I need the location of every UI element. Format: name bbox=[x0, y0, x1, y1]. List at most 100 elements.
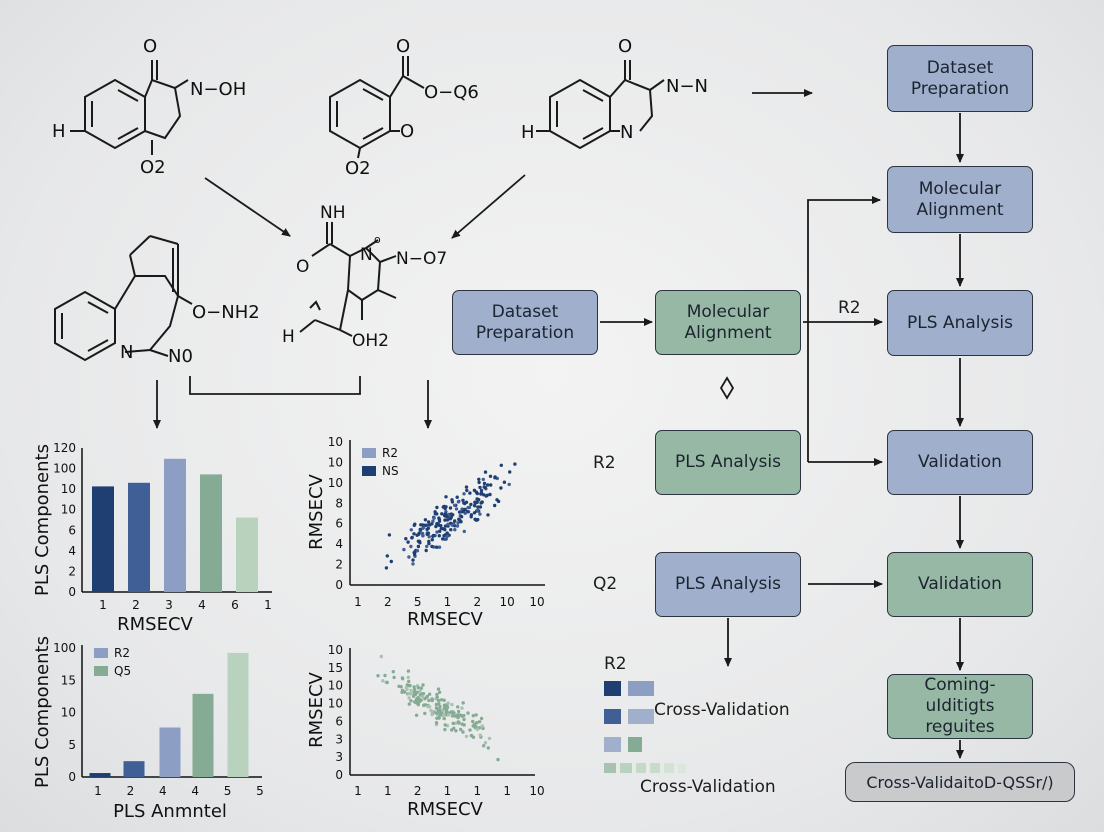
chart4-point bbox=[437, 708, 442, 712]
chart2-point bbox=[435, 505, 439, 510]
chart4-point bbox=[403, 690, 407, 694]
chart4-point bbox=[442, 698, 446, 702]
chart4-xtick: 2 bbox=[414, 784, 422, 798]
chart2-point bbox=[462, 529, 466, 534]
chart4-point bbox=[438, 705, 442, 709]
chart2-point bbox=[450, 523, 454, 527]
chart2-point bbox=[452, 503, 457, 507]
chart2-point bbox=[436, 522, 441, 527]
chart2-point bbox=[464, 485, 469, 489]
chart4-point bbox=[454, 729, 458, 733]
chart2-point bbox=[413, 552, 417, 557]
chart1-ytick: 2 bbox=[68, 564, 76, 578]
chart2-point bbox=[457, 510, 462, 514]
chart2-point bbox=[420, 523, 425, 527]
chart4-point bbox=[438, 713, 443, 717]
chart2-point bbox=[465, 488, 469, 493]
chart3-xtick: 2 bbox=[127, 784, 135, 798]
chart4-point bbox=[461, 730, 465, 734]
pls-analysis-mid-box: PLS Analysis bbox=[655, 430, 801, 495]
chart2-xlabel: RMSECV bbox=[407, 609, 483, 630]
chart4-point bbox=[434, 706, 439, 710]
chart2-point bbox=[473, 501, 477, 505]
cv-squares bbox=[604, 681, 686, 773]
chart2-point bbox=[478, 505, 483, 509]
chart4-point bbox=[401, 677, 405, 681]
chart4-point bbox=[442, 716, 446, 721]
chart3-legend-q5: Q5 bbox=[114, 664, 131, 678]
chart4-point bbox=[445, 705, 450, 710]
chart4-point bbox=[430, 698, 434, 703]
r2-arrow-label: R2 bbox=[838, 298, 861, 318]
chart4-point bbox=[383, 673, 387, 678]
molecular-alignment-top-box: Molecular Alignment bbox=[887, 166, 1033, 233]
chart2-point bbox=[418, 541, 422, 545]
chart3-bar bbox=[192, 693, 214, 777]
chart2-point bbox=[385, 554, 389, 558]
chart2-point bbox=[466, 505, 470, 510]
chart4-xtick: 1 bbox=[444, 784, 452, 798]
chart4-point bbox=[425, 695, 429, 699]
mol4-n-ring: N bbox=[120, 342, 133, 363]
validation-right-box: Validation bbox=[887, 430, 1033, 495]
chart2-point bbox=[488, 474, 493, 478]
chart2-point bbox=[425, 544, 429, 549]
chart2-point bbox=[444, 495, 448, 499]
chart1-ytick: 10 bbox=[61, 482, 76, 496]
chart2-point bbox=[508, 470, 512, 474]
chart4-xtick: 10 bbox=[529, 784, 544, 798]
chart2-point bbox=[434, 545, 439, 549]
chart3-legend-swatch-r2 bbox=[94, 648, 108, 658]
chart1-bar bbox=[128, 482, 150, 592]
chart3-ytick: 0 bbox=[68, 770, 76, 784]
mol1-h: H bbox=[52, 121, 66, 142]
chart2-point bbox=[456, 500, 461, 504]
chart3-legend-swatch-q5 bbox=[94, 666, 108, 676]
chart4-point bbox=[406, 675, 410, 680]
chart2-ytick: 10 bbox=[328, 455, 343, 469]
chart2-point bbox=[455, 524, 460, 528]
chart3-xtick: 4 bbox=[191, 784, 199, 798]
chart4-point bbox=[423, 711, 427, 716]
chart4-point bbox=[392, 675, 396, 680]
chart4-point bbox=[434, 721, 439, 725]
chart4-point bbox=[457, 721, 461, 725]
molecule-2-structure bbox=[329, 56, 425, 159]
chart2-point bbox=[416, 544, 421, 549]
chart2-point bbox=[513, 462, 517, 466]
chart1-ytick: 120 bbox=[53, 441, 76, 455]
chart2-point bbox=[402, 547, 406, 552]
chart4-point bbox=[412, 687, 417, 692]
chart2-point bbox=[423, 518, 428, 522]
chart2-point bbox=[430, 544, 434, 549]
chart2-point bbox=[459, 515, 464, 519]
chart4-point bbox=[450, 702, 454, 707]
chart2-legend-swatch-r2 bbox=[362, 448, 376, 458]
pls-analysis-right-box: PLS Analysis bbox=[887, 290, 1033, 356]
chart4-point bbox=[475, 721, 479, 725]
mol3-h: H bbox=[521, 122, 535, 143]
chart2-point bbox=[486, 513, 490, 517]
chart4-point bbox=[487, 736, 492, 741]
chart2-ytick: 4 bbox=[335, 537, 343, 551]
chart4-point bbox=[427, 692, 432, 696]
chart2-point bbox=[477, 477, 481, 481]
chart2-point bbox=[404, 537, 408, 541]
chart4-point bbox=[407, 696, 411, 700]
chart2-point bbox=[427, 541, 431, 546]
chart2-point bbox=[443, 518, 447, 522]
chart2-point bbox=[415, 533, 419, 537]
cv-square bbox=[604, 737, 621, 752]
chart4-xtick: 1 bbox=[354, 784, 362, 798]
mol1-noh: N−OH bbox=[190, 79, 246, 100]
dataset-preparation-mid-box: Dataset Preparation bbox=[452, 290, 598, 355]
chart1-ytick: 100 bbox=[53, 462, 76, 476]
chart2-point bbox=[502, 480, 507, 484]
chart2-point bbox=[480, 500, 484, 504]
cv-square bbox=[604, 763, 616, 773]
chart2-point bbox=[469, 502, 473, 507]
chart4-ytick: 3 bbox=[335, 732, 343, 746]
chart4-point bbox=[419, 686, 424, 690]
